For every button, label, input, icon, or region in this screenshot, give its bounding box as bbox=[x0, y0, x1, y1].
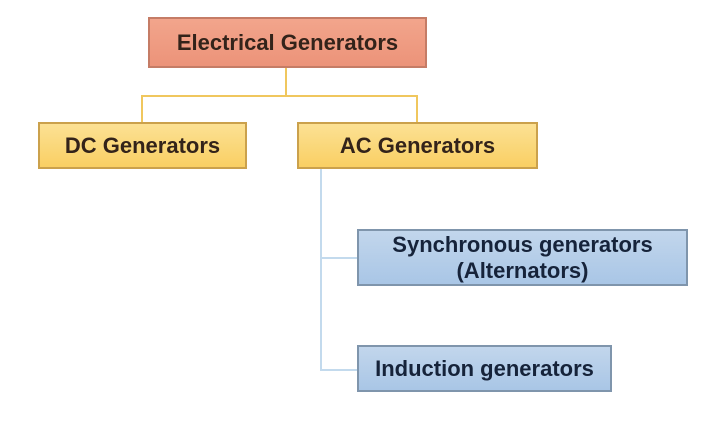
connector-dc-drop bbox=[141, 95, 143, 122]
connector-ac-vertical bbox=[320, 169, 322, 371]
connector-synchronous-branch bbox=[322, 257, 357, 259]
node-synchronous-generators: Synchronous generators (Alternators) bbox=[357, 229, 688, 286]
node-induction-generators: Induction generators bbox=[357, 345, 612, 392]
node-ac-generators: AC Generators bbox=[297, 122, 538, 169]
connector-root-drop bbox=[285, 68, 287, 96]
node-dc-generators: DC Generators bbox=[38, 122, 247, 169]
node-electrical-generators: Electrical Generators bbox=[148, 17, 427, 68]
connector-induction-branch bbox=[322, 369, 357, 371]
connector-level1-horizontal bbox=[141, 95, 418, 97]
connector-ac-drop bbox=[416, 95, 418, 122]
